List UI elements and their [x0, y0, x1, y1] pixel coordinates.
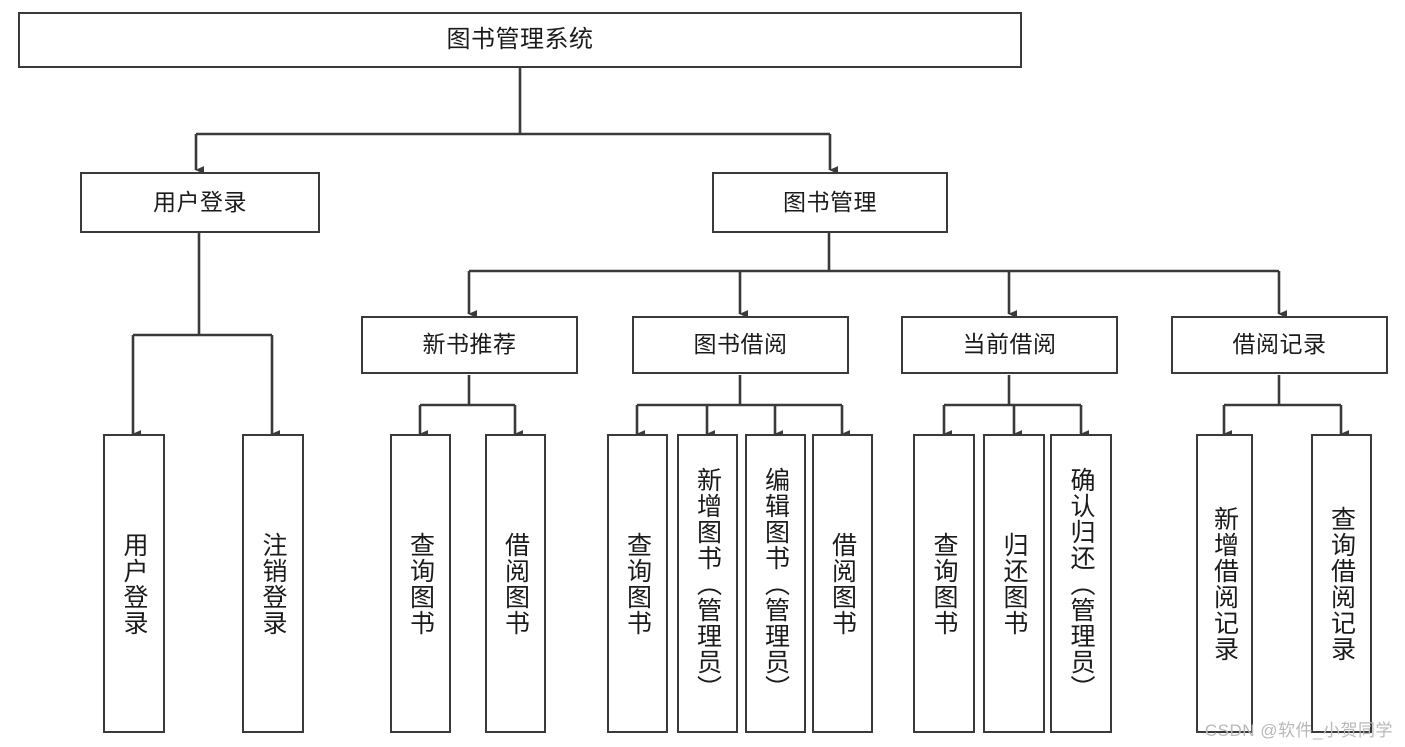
leaf-book-borrow-edit[interactable]: 编辑图书（管理员） [745, 434, 806, 733]
csdn-watermark: CSDN @软件_小贺同学 [1204, 721, 1393, 740]
leaf-user-login-logout-label: 注销登录 [259, 531, 287, 636]
leaf-current-borrow-query[interactable]: 查询图书 [913, 434, 975, 733]
leaf-current-borrow-return-label: 归还图书 [1000, 531, 1028, 636]
node-root-system-label: 图书管理系统 [446, 25, 594, 53]
leaf-user-login-login-label: 用户登录 [120, 531, 148, 636]
leaf-book-borrow-borrow[interactable]: 借阅图书 [812, 434, 873, 733]
leaf-borrow-record-query[interactable]: 查询借阅记录 [1311, 434, 1372, 733]
leaf-user-login-login[interactable]: 用户登录 [103, 434, 165, 733]
node-new-book-recommendation[interactable]: 新书推荐 [361, 316, 578, 374]
leaf-current-borrow-return[interactable]: 归还图书 [983, 434, 1045, 733]
node-current-borrowing[interactable]: 当前借阅 [901, 316, 1118, 374]
leaf-book-borrow-add[interactable]: 新增图书（管理员） [677, 434, 738, 733]
leaf-new-book-query-label: 查询图书 [406, 531, 435, 636]
node-user-login-label: 用户登录 [153, 188, 247, 215]
leaf-book-borrow-query-label: 查询图书 [623, 531, 652, 636]
leaf-book-borrow-borrow-label: 借阅图书 [828, 531, 857, 636]
node-user-login[interactable]: 用户登录 [80, 172, 320, 233]
node-root-system[interactable]: 图书管理系统 [18, 12, 1022, 68]
node-new-book-recommendation-label: 新书推荐 [422, 331, 517, 358]
leaf-new-book-query[interactable]: 查询图书 [390, 434, 451, 733]
leaf-current-borrow-query-label: 查询图书 [930, 531, 958, 636]
leaf-book-borrow-add-label: 新增图书（管理员） [693, 466, 722, 701]
leaf-borrow-record-add-label: 新增借阅记录 [1210, 505, 1239, 662]
node-book-borrowing-label: 图书借阅 [693, 331, 788, 358]
leaf-book-borrow-edit-label: 编辑图书（管理员） [761, 466, 790, 701]
node-book-borrowing[interactable]: 图书借阅 [632, 316, 849, 374]
node-borrowing-record[interactable]: 借阅记录 [1171, 316, 1388, 374]
node-borrowing-record-label: 借阅记录 [1232, 331, 1327, 358]
leaf-borrow-record-add[interactable]: 新增借阅记录 [1196, 434, 1253, 733]
leaf-current-borrow-confirm-return[interactable]: 确认归还（管理员） [1050, 434, 1112, 733]
node-book-management-label: 图书管理 [783, 188, 877, 215]
leaf-current-borrow-confirm-return-label: 确认归还（管理员） [1067, 466, 1095, 701]
leaf-book-borrow-query[interactable]: 查询图书 [607, 434, 668, 733]
node-current-borrowing-label: 当前借阅 [962, 331, 1057, 358]
leaf-new-book-borrow[interactable]: 借阅图书 [485, 434, 546, 733]
leaf-borrow-record-query-label: 查询借阅记录 [1327, 505, 1356, 662]
leaf-user-login-logout[interactable]: 注销登录 [242, 434, 304, 733]
leaf-new-book-borrow-label: 借阅图书 [501, 531, 530, 636]
node-book-management[interactable]: 图书管理 [712, 172, 948, 233]
